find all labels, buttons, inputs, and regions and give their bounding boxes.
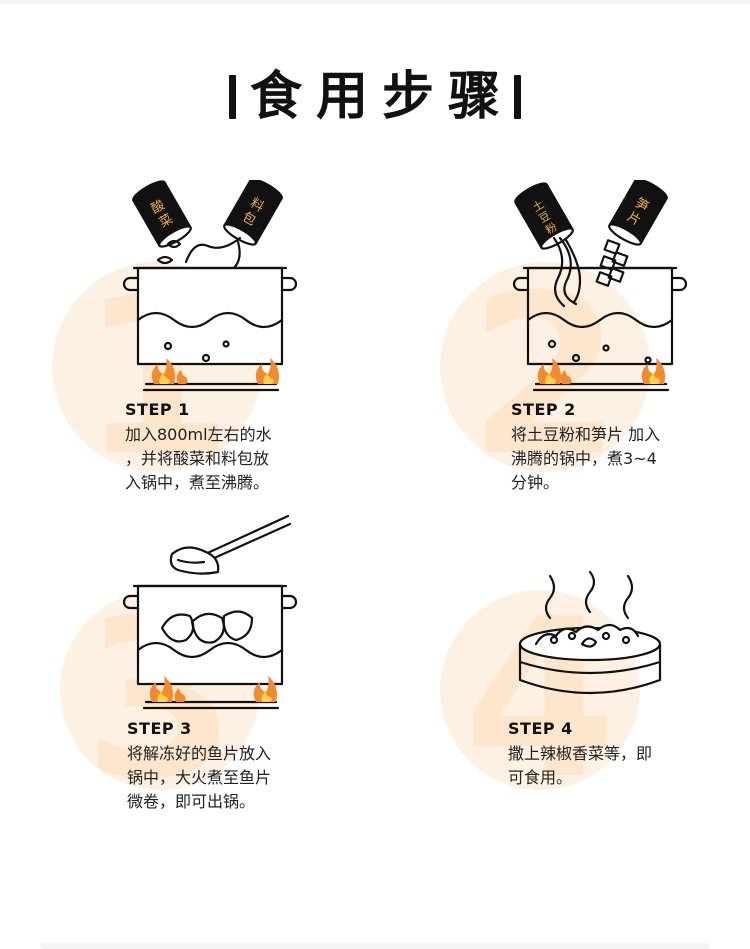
pot-icon <box>122 266 298 366</box>
svg-text:菜: 菜 <box>157 212 176 231</box>
can-icon: 料 包 <box>223 180 283 246</box>
can-icon: 土 豆 粉 <box>514 182 574 250</box>
page-header: 食用步骤 <box>0 62 750 132</box>
step-4-number-circle: 4 <box>440 590 640 790</box>
step-4-illustration <box>518 570 662 695</box>
step-4-label: STEP 4 <box>508 719 573 738</box>
pot-icon <box>512 266 688 366</box>
title-bar-right <box>514 75 521 119</box>
flame-icon <box>149 676 277 702</box>
step-3-label: STEP 3 <box>127 719 192 738</box>
step-1-description: 加入800ml左右的水 ，并将酸菜和料包放 入锅中，煮至沸腾。 <box>125 425 272 492</box>
title-bar-left <box>228 75 236 119</box>
step-3-illustration <box>122 514 298 710</box>
step-3-description: 将解冻好的鱼片放入 锅中，大火煮至鱼片 微卷，即可出锅。 <box>127 744 272 811</box>
can-icon: 笋 片 <box>608 180 668 246</box>
pot-icon <box>122 584 298 686</box>
steam-icon <box>544 570 634 620</box>
step-2-number-circle: 2 <box>440 262 650 472</box>
bottom-divider <box>40 943 710 949</box>
step-4-numeral: 4 <box>463 590 617 790</box>
step-1-illustration: 酸 菜 料 包 <box>122 180 298 392</box>
page-title: 食用步骤 <box>249 66 514 127</box>
flame-icon <box>151 358 279 384</box>
svg-text:酸: 酸 <box>149 198 168 217</box>
svg-text:料: 料 <box>247 196 266 215</box>
svg-text:片: 片 <box>624 210 643 229</box>
step-4-description: 撒上辣椒香菜等，即 可食用。 <box>508 744 653 787</box>
step-2-label: STEP 2 <box>511 400 576 419</box>
can-icon: 酸 菜 <box>132 180 192 248</box>
step-1-label: STEP 1 <box>125 400 190 419</box>
top-divider <box>0 0 750 4</box>
bowl-icon <box>518 623 662 695</box>
flame-icon <box>537 358 665 384</box>
step-2-description: 将土豆粉和笋片 加入 沸腾的锅中，煮3~4 分钟。 <box>511 425 661 492</box>
svg-text:包: 包 <box>239 210 258 229</box>
step-2-numeral: 2 <box>468 262 622 472</box>
step-2-illustration: 土 豆 粉 笋 片 <box>512 180 688 392</box>
